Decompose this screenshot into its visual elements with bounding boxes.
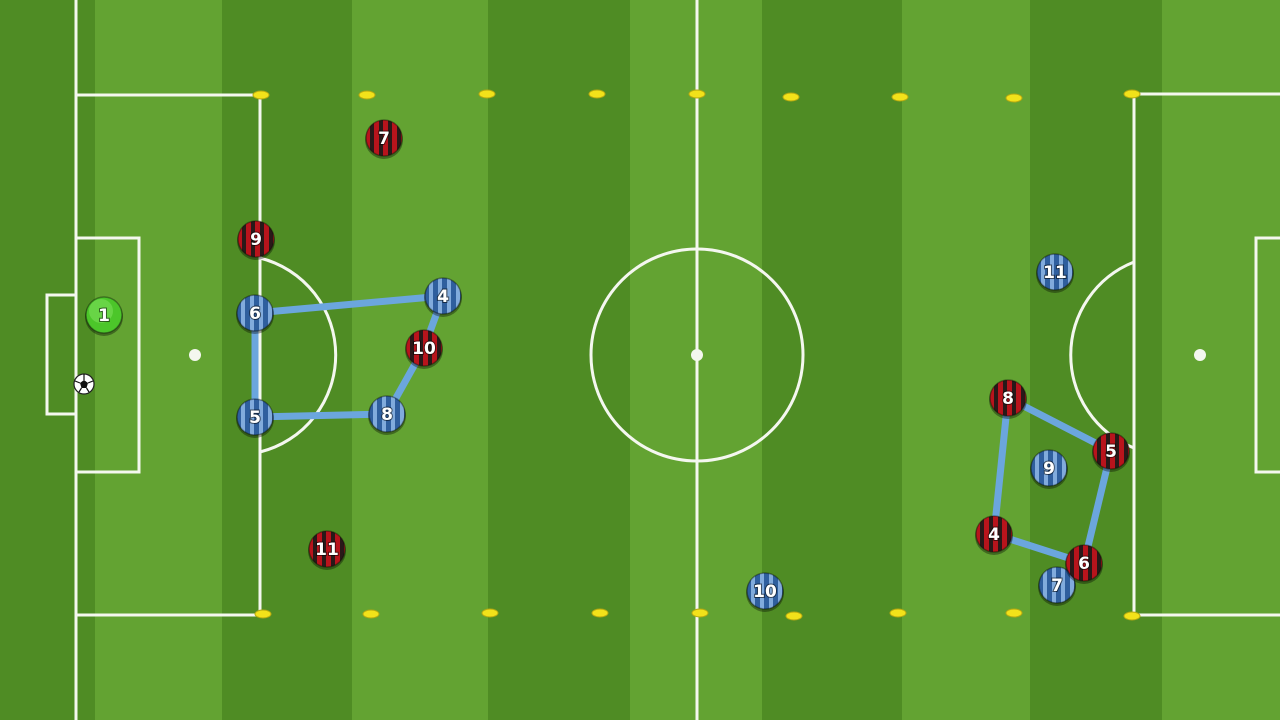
player-red-11[interactable]: 11 [308,530,346,570]
blue-striped-shirt-icon [424,277,462,317]
cone-marker [252,90,270,100]
player-number: 11 [315,540,339,560]
player-red-5[interactable]: 5 [1092,432,1130,472]
player-number: 7 [1051,576,1063,596]
blue-striped-shirt-icon [1036,253,1074,293]
cone-marker [478,89,496,99]
player-number: 8 [381,405,393,425]
red-black-striped-shirt-icon [308,530,346,570]
player-number: 8 [1002,389,1014,409]
blue-striped-shirt-icon [1038,566,1076,606]
red-black-striped-shirt-icon [975,515,1013,555]
pitch-markings [45,0,1280,720]
cone-marker [785,611,803,621]
red-black-striped-shirt-icon [1065,544,1103,584]
player-blue-7[interactable]: 7 [1038,566,1076,606]
player-red-6[interactable]: 6 [1065,544,1103,584]
player-number: 9 [1043,459,1055,479]
player-keeper-1[interactable]: 1 [85,296,123,336]
blue-striped-shirt-icon [746,572,784,612]
cone-marker [1005,93,1023,103]
player-number: 7 [378,129,390,149]
player-number: 6 [249,304,261,324]
cone-marker [1123,611,1141,621]
cone-marker [891,92,909,102]
player-number: 5 [1105,442,1117,462]
player-red-9[interactable]: 9 [237,220,275,260]
cone-marker [588,89,606,99]
soccer-ball-icon[interactable] [73,373,95,395]
player-number: 10 [753,582,777,602]
cone-marker [358,90,376,100]
player-number: 4 [988,525,1000,545]
player-number: 9 [250,230,262,250]
cone-marker [1123,89,1141,99]
player-red-8[interactable]: 8 [989,379,1027,419]
cone-marker [889,608,907,618]
red-black-striped-shirt-icon [1092,432,1130,472]
player-blue-5[interactable]: 5 [236,398,274,438]
red-black-striped-shirt-icon [405,329,443,369]
cone-marker [481,608,499,618]
cone-marker [591,608,609,618]
player-blue-4[interactable]: 4 [424,277,462,317]
player-blue-9[interactable]: 9 [1030,449,1068,489]
red-black-striped-shirt-icon [365,119,403,159]
player-blue-8[interactable]: 8 [368,395,406,435]
blue-striped-shirt-icon [368,395,406,435]
blue-striped-shirt-icon [236,294,274,334]
player-number: 4 [437,287,449,307]
red-black-striped-shirt-icon [989,379,1027,419]
player-blue-11[interactable]: 11 [1036,253,1074,293]
cone-marker [688,89,706,99]
player-number: 6 [1078,554,1090,574]
player-red-4[interactable]: 4 [975,515,1013,555]
player-blue-6[interactable]: 6 [236,294,274,334]
cone-marker [1005,608,1023,618]
player-blue-10[interactable]: 10 [746,572,784,612]
green-keeper-shirt-icon [85,296,123,336]
cone-marker [362,609,380,619]
blue-striped-shirt-icon [236,398,274,438]
player-number: 11 [1043,263,1067,283]
player-red-7[interactable]: 7 [365,119,403,159]
player-red-10[interactable]: 10 [405,329,443,369]
cone-marker [782,92,800,102]
player-number: 5 [249,408,261,428]
cone-marker [254,609,272,619]
player-number: 10 [412,339,436,359]
player-number: 1 [98,306,110,326]
training-cones [252,89,1141,621]
cone-marker [691,608,709,618]
blue-striped-shirt-icon [1030,449,1068,489]
red-black-striped-shirt-icon [237,220,275,260]
